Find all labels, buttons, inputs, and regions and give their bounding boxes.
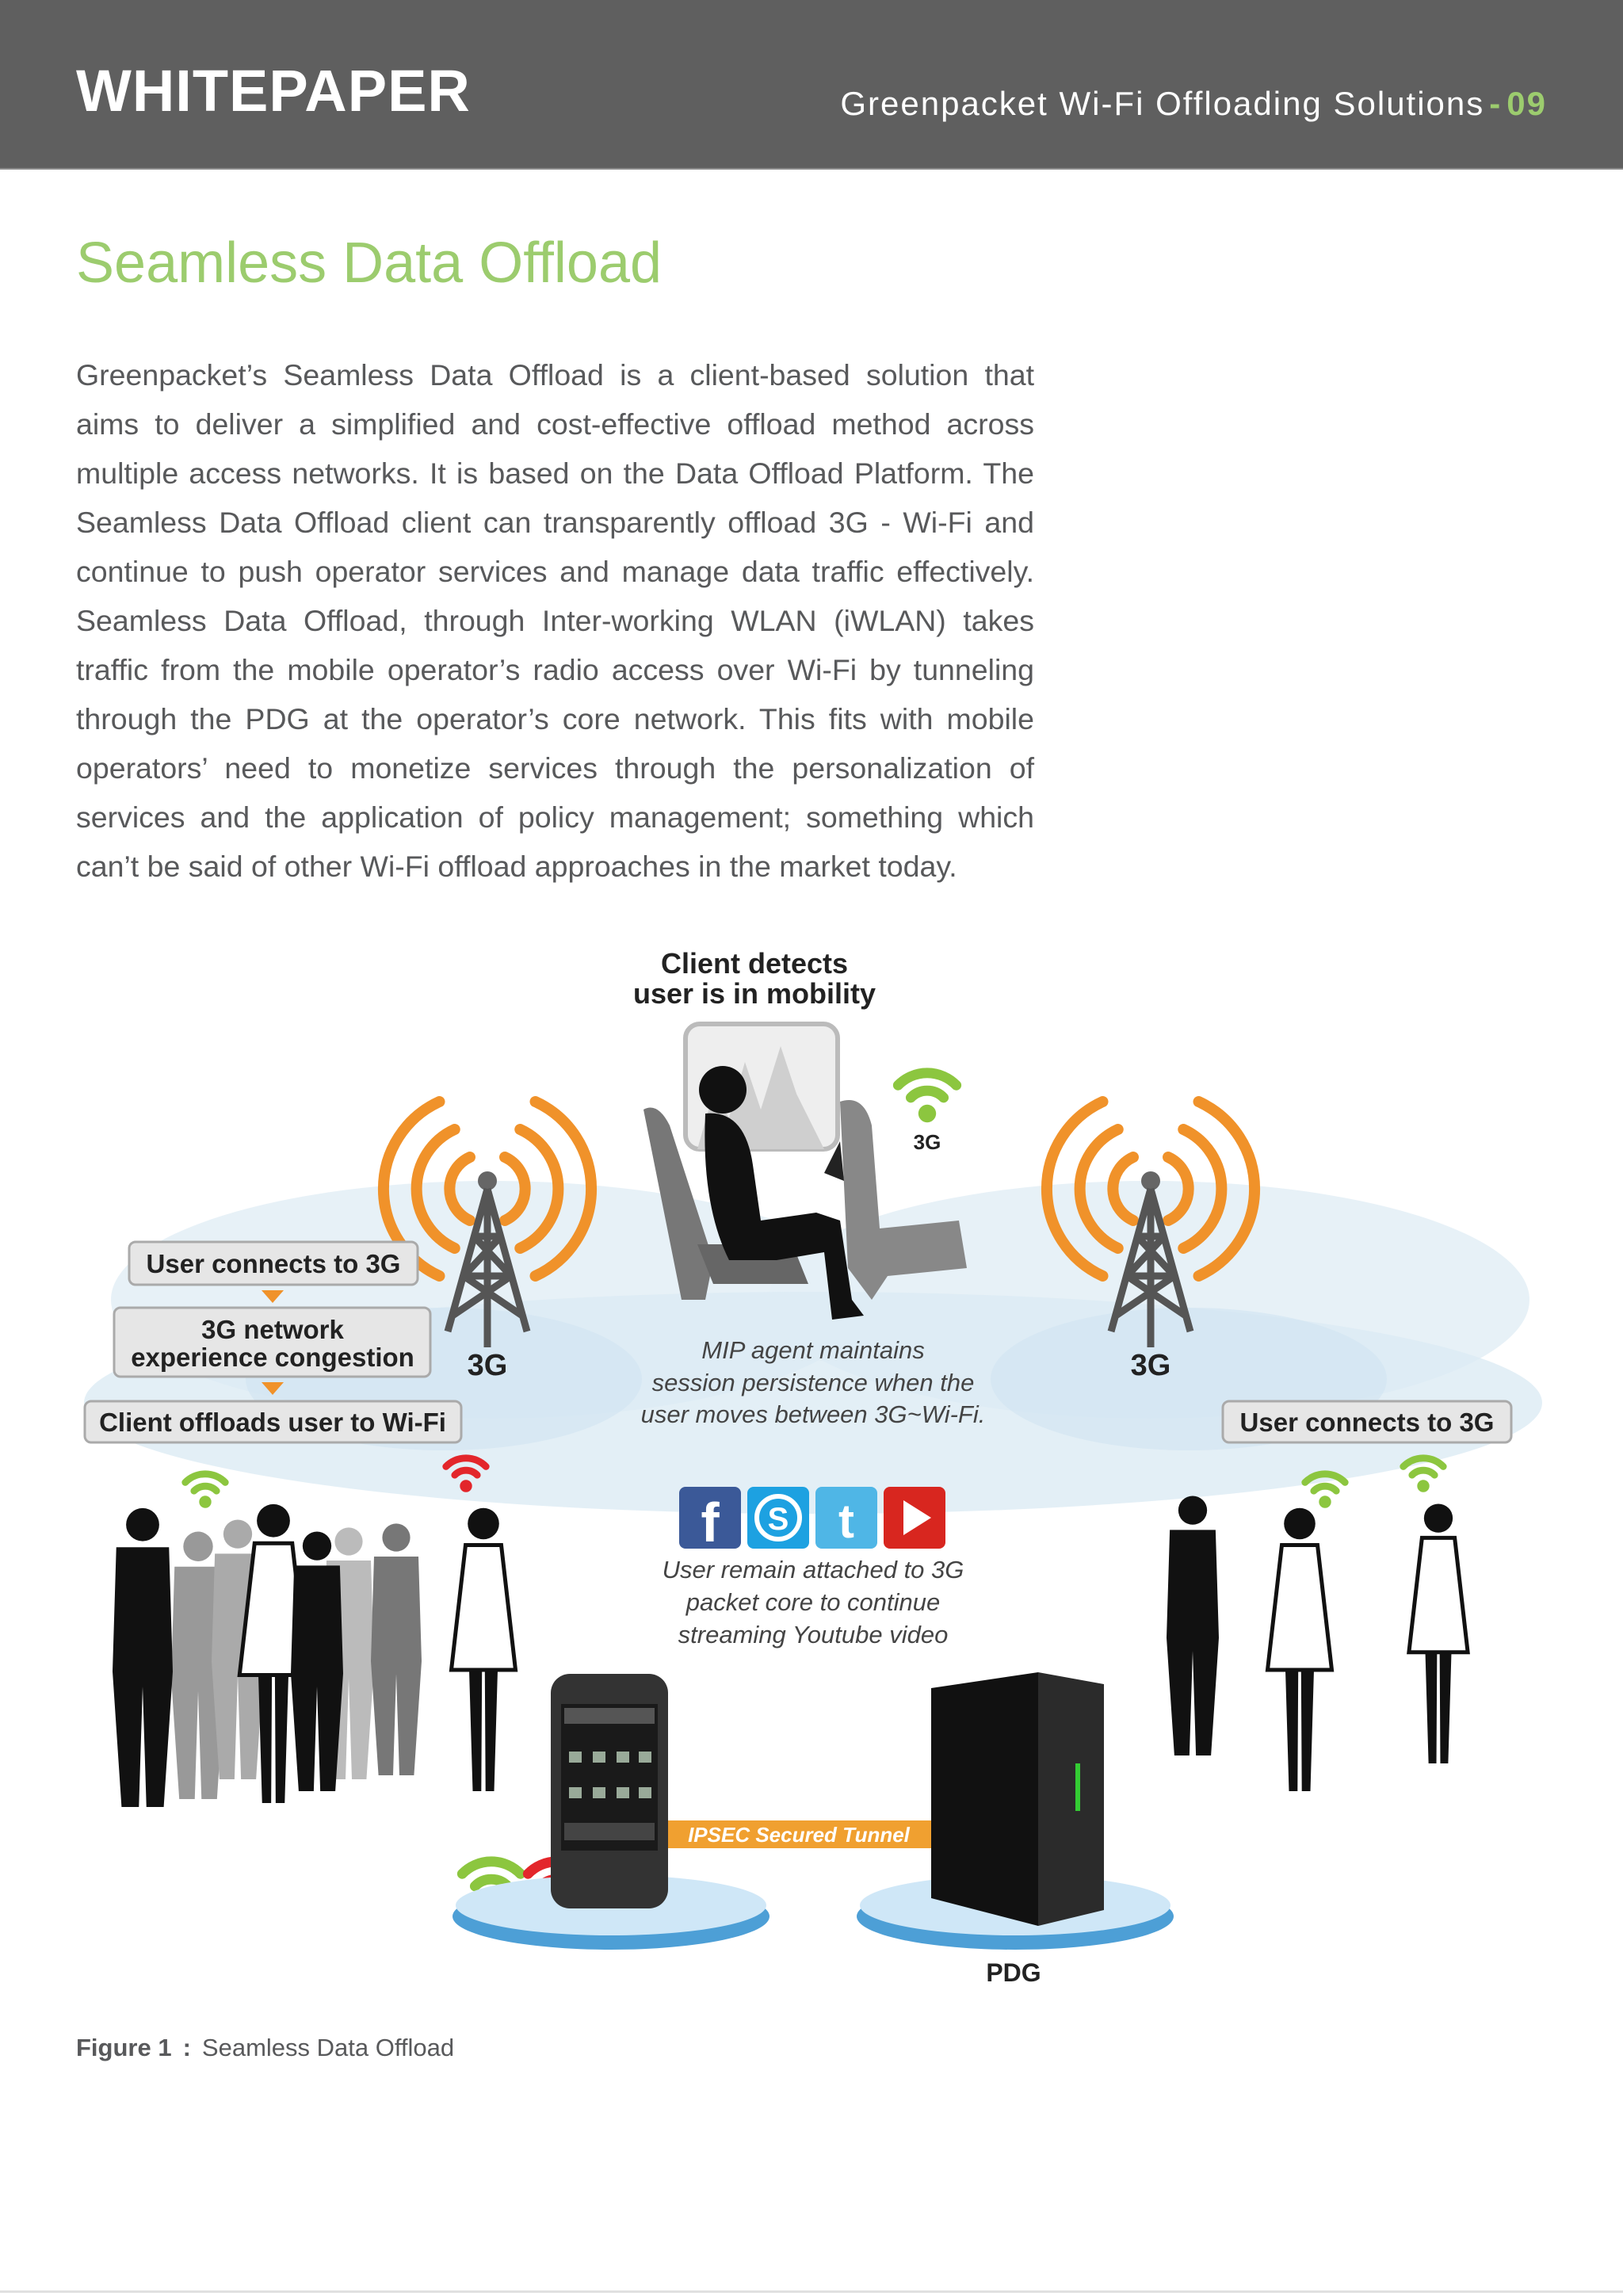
person-silhouette: [171, 1531, 225, 1799]
step2-line2: experience congestion: [131, 1343, 414, 1372]
step1-text: User connects to 3G: [147, 1249, 401, 1278]
remain-line3: streaming Youtube video: [678, 1621, 949, 1648]
wifi-icon: [442, 1454, 490, 1492]
figure-caption: Figure 1: Seamless Data Offload: [76, 2034, 454, 2062]
youtube-icon: [884, 1487, 945, 1549]
twitter-icon: t: [815, 1487, 877, 1549]
caption-text: Seamless Data Offload: [201, 2034, 455, 2061]
body-paragraph: Greenpacket’s Seamless Data Offload is a…: [76, 358, 1034, 883]
step-box-congestion: 3G network experience congestion: [113, 1306, 432, 1378]
section-title: Seamless Data Offload: [76, 231, 663, 295]
cell-tower-icon: [1041, 1096, 1261, 1347]
facebook-icon: f: [679, 1487, 741, 1553]
mip-line1: MIP agent maintains: [701, 1336, 924, 1364]
step3-text: Client offloads user to Wi-Fi: [99, 1408, 446, 1437]
remain-line2: packet core to continue: [685, 1588, 941, 1616]
person-silhouette: [1167, 1496, 1219, 1755]
svg-text:t: t: [838, 1495, 854, 1548]
person-silhouette: [1265, 1507, 1335, 1791]
running-title: Greenpacket Wi-Fi Offloading Solutions-0…: [840, 87, 1547, 120]
wifi-icon: [1301, 1470, 1349, 1508]
wifi-3g-icon: [892, 1068, 962, 1123]
pdg-label: PDG: [986, 1958, 1041, 1987]
mip-line2: session persistence when the: [652, 1369, 975, 1396]
skype-icon: S: [747, 1487, 809, 1549]
top-label-line2: user is in mobility: [633, 977, 876, 1010]
page-header: WHITEPAPER Greenpacket Wi-Fi Offloading …: [0, 0, 1623, 170]
right-step-text: User connects to 3G: [1240, 1408, 1495, 1437]
ipsec-tunnel: IPSEC Secured Tunnel: [666, 1820, 931, 1848]
tunnel-label: IPSEC Secured Tunnel: [688, 1823, 911, 1847]
caption-label: Figure 1: [76, 2034, 172, 2061]
passenger-on-train-icon: [643, 1022, 967, 1320]
step2-line1: 3G network: [201, 1315, 344, 1344]
page-number: 09: [1507, 85, 1547, 122]
top-label-line1: Client detects: [661, 947, 848, 980]
brand-title: WHITEPAPER: [76, 58, 471, 124]
step-box-offload: Client offloads user to Wi-Fi: [83, 1400, 463, 1444]
bottom-rule: [0, 2290, 1623, 2293]
person-silhouette: [371, 1523, 422, 1775]
separator: -: [1489, 85, 1503, 122]
step-box-right-user-connects: User connects to 3G: [1221, 1400, 1513, 1444]
svg-text:f: f: [701, 1492, 720, 1553]
person-silhouette: [449, 1507, 518, 1791]
wifi-icon: [1400, 1454, 1447, 1492]
person-silhouette: [1407, 1503, 1470, 1763]
wifi-icon: [181, 1470, 229, 1508]
person-silhouette: [291, 1531, 343, 1791]
caption-colon: :: [182, 2034, 191, 2061]
people-silhouettes: [113, 1496, 1470, 1807]
step-box-user-connects: User connects to 3G: [128, 1240, 419, 1286]
wifi-icon: [892, 1068, 962, 1123]
tower-left-label: 3G: [468, 1349, 508, 1382]
arrow-down-icon: [262, 1382, 284, 1395]
mip-line3: user moves between 3G~Wi-Fi.: [641, 1400, 986, 1428]
pdg-server-icon: [931, 1672, 1104, 1926]
svg-text:S: S: [768, 1502, 789, 1537]
remain-line1: User remain attached to 3G: [663, 1556, 964, 1584]
person-silhouette: [113, 1507, 173, 1807]
wifi-3g-label: 3G: [914, 1130, 941, 1154]
smartphone-icon: [551, 1674, 668, 1908]
tower-right-label: 3G: [1131, 1349, 1171, 1382]
running-title-text: Greenpacket Wi-Fi Offloading Solutions: [840, 85, 1485, 122]
arrow-down-icon: [262, 1290, 284, 1303]
